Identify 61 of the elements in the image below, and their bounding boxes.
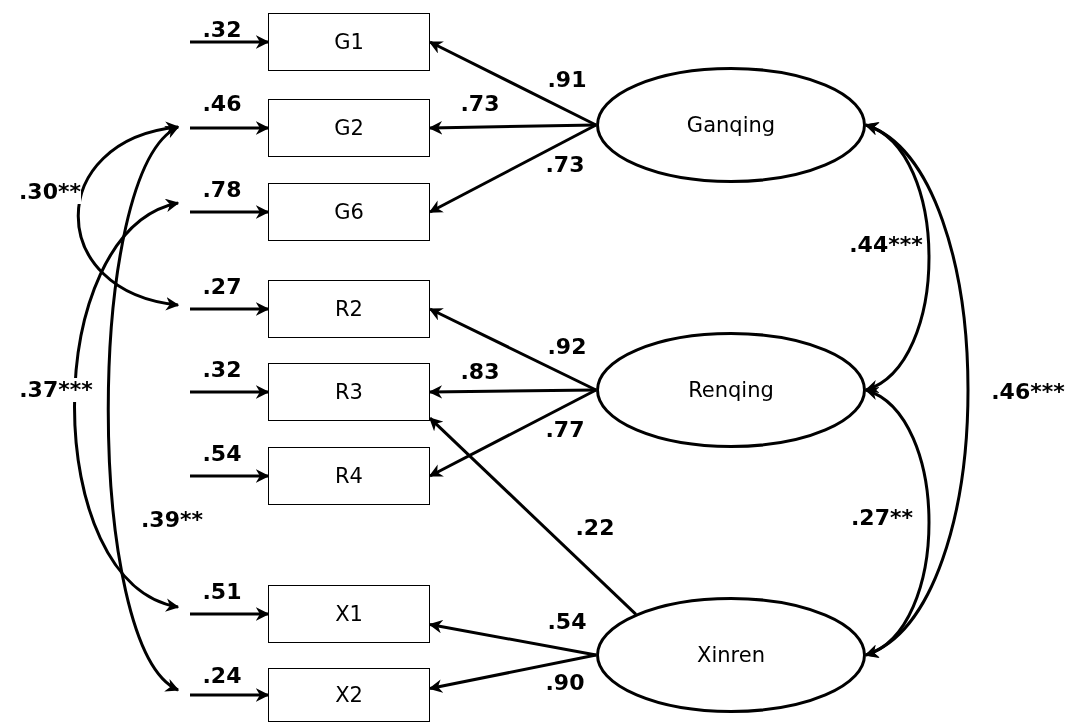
path-arrow	[428, 385, 597, 399]
edge-label: .32	[202, 19, 242, 41]
observed-variable-box	[268, 585, 430, 643]
path-arrow	[190, 205, 270, 219]
path-arrow	[428, 417, 637, 616]
observed-variable-box	[268, 668, 430, 722]
edge-label: .46***	[991, 381, 1065, 403]
covariance-arrow	[864, 123, 970, 657]
edge-label: .51	[202, 581, 242, 603]
observed-variable-box	[268, 363, 430, 421]
edge-label: .92	[547, 336, 587, 358]
edge-label: .44***	[849, 234, 923, 256]
path-arrow	[428, 388, 597, 478]
variable-name: R3	[335, 380, 363, 404]
variable-name: Renqing	[688, 378, 774, 402]
edge-label: .54	[547, 611, 587, 633]
path-arrow	[428, 121, 597, 135]
path-arrow	[190, 35, 270, 49]
covariance-label: .37***	[19, 378, 93, 402]
observed-variable-box	[268, 280, 430, 338]
observed-variable-box	[268, 13, 430, 71]
variable-name: X2	[335, 683, 363, 707]
edge-label: .90	[545, 672, 585, 694]
edge-label: .22	[575, 517, 615, 539]
path-arrow	[190, 385, 270, 399]
edge-label: .77	[545, 419, 585, 441]
variable-name: G6	[334, 200, 364, 224]
edge-label: .32	[202, 359, 242, 381]
path-arrow	[428, 123, 597, 214]
variable-name: G1	[334, 30, 364, 54]
path-arrow	[428, 620, 597, 657]
path-arrow	[428, 307, 597, 392]
edge-label: .27	[202, 276, 242, 298]
variable-name: R2	[335, 297, 363, 321]
variable-name: Xinren	[697, 643, 765, 667]
path-arrow	[190, 688, 270, 702]
covariance-arrow	[864, 388, 931, 657]
edge-label: .78	[202, 179, 242, 201]
observed-variable-box	[268, 183, 430, 241]
edge-label: .24	[202, 665, 242, 687]
edge-label: .83	[460, 361, 500, 383]
path-arrow	[428, 40, 597, 127]
edge-label: .46	[202, 93, 242, 115]
edge-label: .91	[547, 69, 587, 91]
observed-variable-box	[268, 447, 430, 505]
covariance-label: .30**	[19, 180, 81, 204]
variable-name: G2	[334, 116, 364, 140]
path-arrow	[190, 607, 270, 621]
variable-name: R4	[335, 464, 363, 488]
variable-name: Ganqing	[686, 113, 776, 137]
path-arrow	[190, 302, 270, 316]
covariance-arrow	[864, 123, 931, 392]
variable-name: X1	[335, 602, 363, 626]
path-arrow	[428, 653, 597, 693]
edge-label: .73	[545, 154, 585, 176]
edge-label: .73	[460, 93, 500, 115]
edge-label: .54	[202, 443, 242, 465]
observed-variable-box	[268, 99, 430, 157]
edge-label: .27**	[851, 507, 913, 529]
path-arrow	[190, 121, 270, 135]
path-arrow	[190, 469, 270, 483]
